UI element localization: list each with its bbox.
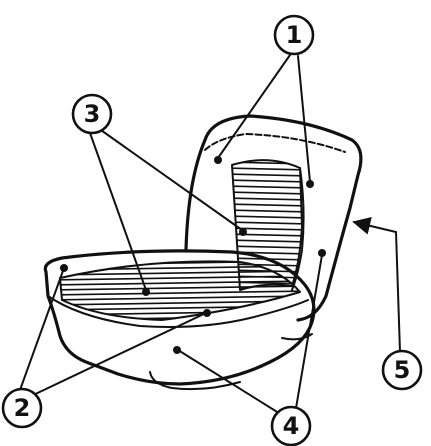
dot-2a bbox=[60, 264, 68, 272]
dot-1b bbox=[306, 180, 314, 188]
dot-4b bbox=[318, 249, 326, 257]
hatch-line bbox=[232, 239, 302, 243]
leader-3a bbox=[97, 127, 243, 231]
callout-5: 5 bbox=[381, 349, 423, 391]
hatch-line bbox=[232, 227, 302, 231]
hatch-line bbox=[60, 265, 300, 271]
leader-5 bbox=[352, 216, 401, 353]
hatch-line bbox=[60, 300, 300, 306]
dot-3b bbox=[142, 288, 150, 296]
leader-4a bbox=[177, 349, 291, 421]
hatch-line bbox=[232, 197, 302, 201]
hatch-line bbox=[232, 185, 302, 189]
callout-3: 3 bbox=[71, 93, 113, 135]
callout-3-label: 3 bbox=[84, 100, 101, 128]
hatch-line bbox=[232, 245, 302, 249]
callout-1-label: 1 bbox=[286, 21, 303, 49]
dot-2b bbox=[203, 309, 211, 317]
hatch-line bbox=[232, 179, 302, 183]
hatch-line bbox=[232, 221, 302, 225]
hatch-line bbox=[225, 150, 310, 152]
leader-lines bbox=[19, 54, 401, 421]
hatch-line bbox=[232, 173, 302, 177]
hatch-line bbox=[232, 167, 302, 171]
callout-1: 1 bbox=[273, 14, 315, 56]
hatch-line bbox=[60, 270, 300, 276]
hatch-line bbox=[232, 233, 302, 237]
seat-back bbox=[184, 114, 363, 322]
leader-1b bbox=[297, 55, 311, 183]
hatch-line bbox=[60, 285, 300, 291]
hatch-line bbox=[60, 275, 300, 281]
hatch-line bbox=[225, 156, 310, 158]
leader-1a bbox=[217, 54, 291, 159]
hatch-line bbox=[232, 209, 302, 213]
callout-4: 4 bbox=[270, 405, 312, 446]
hatch-line bbox=[232, 203, 302, 207]
hatch-line bbox=[60, 280, 300, 286]
hatch-line bbox=[225, 294, 310, 296]
callout-2: 2 bbox=[1, 387, 43, 429]
leader-3b bbox=[89, 132, 147, 291]
hatch-line bbox=[232, 215, 302, 219]
leader-2b bbox=[26, 312, 207, 399]
leader-4b bbox=[294, 254, 323, 415]
callout-4-label: 4 bbox=[283, 412, 300, 440]
hatch-line bbox=[232, 191, 302, 195]
hatch-line bbox=[60, 290, 300, 296]
dot-1a bbox=[214, 156, 222, 164]
callout-2-label: 2 bbox=[14, 394, 31, 422]
callout-5-label: 5 bbox=[394, 356, 411, 384]
dot-4a bbox=[173, 346, 181, 354]
leader-2a bbox=[19, 267, 65, 391]
hatch-line bbox=[60, 295, 300, 301]
target-dots bbox=[60, 156, 326, 354]
dot-3a bbox=[239, 228, 247, 236]
